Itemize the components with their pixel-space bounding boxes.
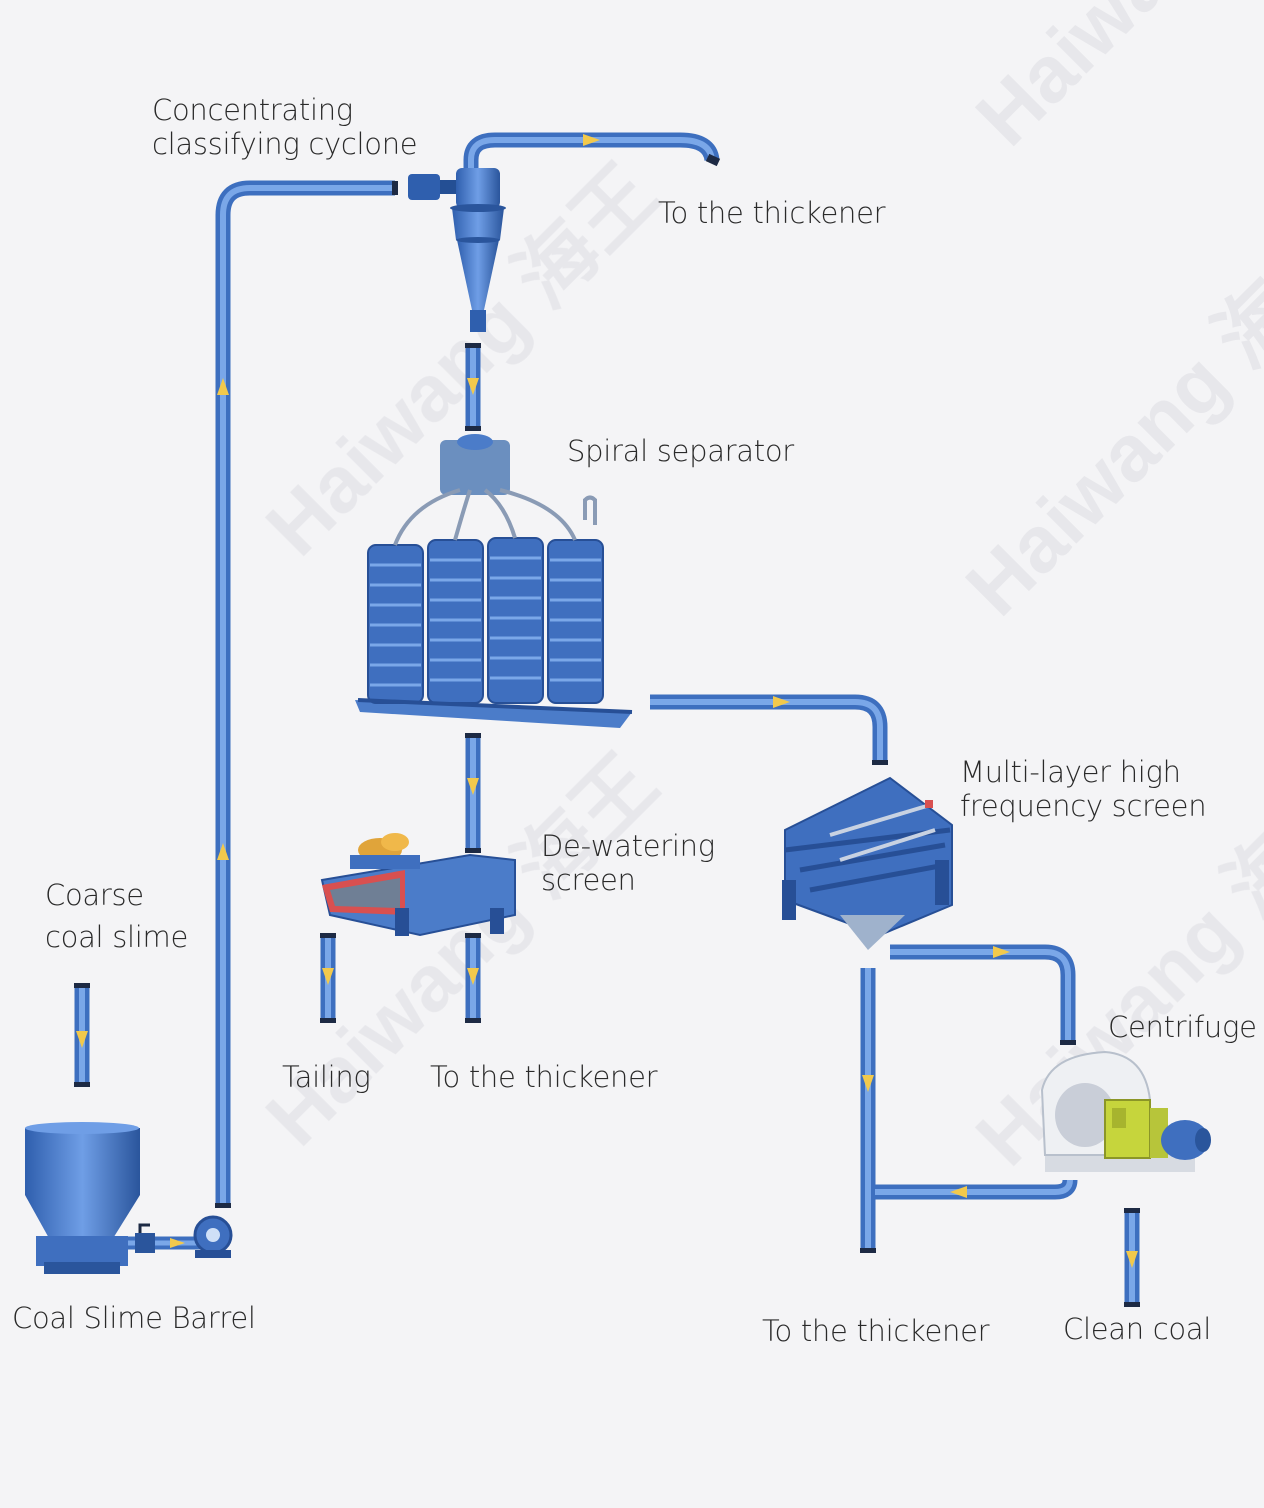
label-multilayer-screen: Multi-layer high frequency screen: [960, 755, 1207, 823]
label-thickener-bottom: To the thickener: [762, 1314, 990, 1348]
flow-arrows: [76, 134, 1138, 1268]
label-clean-coal: Clean coal: [1063, 1312, 1212, 1346]
multilayer-screen-equipment: [782, 776, 953, 950]
coal-slime-barrel-equipment: [25, 1122, 155, 1274]
pipe-cyclone-overflow: [463, 132, 720, 168]
arrow-riser-1: [217, 378, 229, 395]
arrow-cyclone-spiral: [467, 378, 479, 395]
label-coal-slime-barrel: Coal Slime Barrel: [12, 1301, 256, 1335]
pipe-caps: [74, 153, 1140, 1307]
label-thickener-top: To the thickener: [658, 196, 886, 230]
arrow-dewater-thickener: [467, 968, 479, 985]
arrow-riser-2: [217, 843, 229, 860]
label-spiral-separator: Spiral separator: [567, 434, 794, 468]
label-coarse-coal-slime: Coarse coal slime: [45, 878, 189, 954]
label-cyclone: Concentrating classifying cyclone: [152, 93, 418, 161]
label-dewatering-screen: De-watering screen: [541, 829, 715, 897]
watermark-text-3: Haiwang 海王: [959, 0, 1264, 162]
arrow-screen-thickener: [862, 1075, 874, 1092]
arrow-clean-coal: [1126, 1251, 1138, 1268]
arrow-centrifuge-return: [950, 1186, 967, 1198]
label-centrifuge: Centrifuge: [1108, 1010, 1257, 1044]
dewatering-screen-equipment: [320, 833, 516, 937]
spiral-separator-equipment: [355, 434, 633, 728]
label-thickener-middle: To the thickener: [430, 1060, 658, 1094]
arrow-spiral-screen: [773, 696, 790, 708]
arrow-barrel-pump: [170, 1238, 185, 1248]
centrifuge-equipment: [1040, 1050, 1211, 1172]
arrow-screen-centrifuge: [993, 946, 1010, 958]
pipe-spiral-screen: [650, 694, 888, 765]
slurry-pump-equipment: [193, 1215, 233, 1258]
watermark-text-4: Haiwang 海王: [249, 738, 673, 1162]
pipe-screen-centrifuge: [890, 944, 1076, 1042]
watermark-text-2: Haiwang 海王: [949, 208, 1264, 632]
cyclone-equipment: [408, 168, 506, 332]
arrow-overflow: [583, 134, 600, 146]
arrow-spiral-dewater: [467, 778, 479, 795]
arrow-tailing: [322, 968, 334, 985]
arrow-coarse: [76, 1031, 88, 1048]
label-tailing: Tailing: [282, 1060, 371, 1094]
